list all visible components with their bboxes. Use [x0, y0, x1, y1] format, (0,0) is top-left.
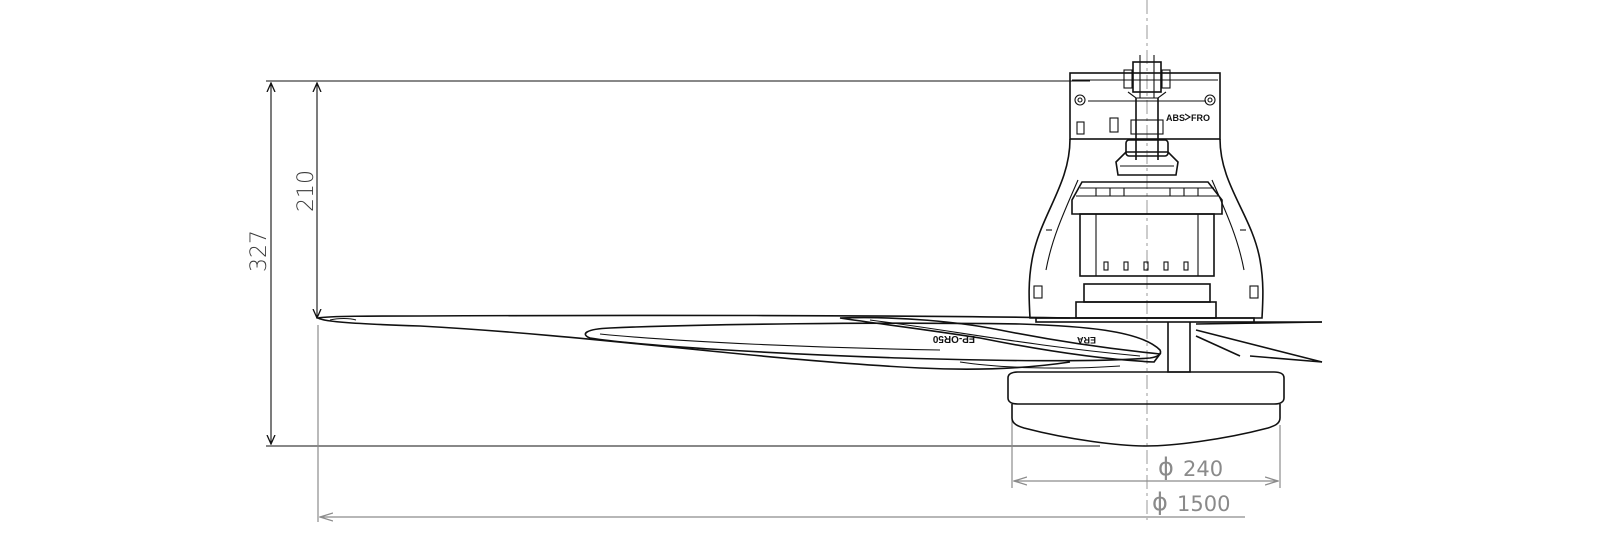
overall-height-value: 327	[247, 230, 272, 272]
dimension-fan-diameter: ϕ 1500	[317, 325, 1245, 522]
fan-diameter-value: 1500	[1177, 492, 1230, 516]
fan-diameter-symbol: ϕ	[1152, 488, 1168, 516]
light-bezel	[1007, 371, 1285, 405]
fan-body: ABS FRO	[315, 55, 1323, 447]
downrod-coupler	[1115, 98, 1179, 176]
dimension-light-diameter: ϕ 240	[1011, 420, 1281, 488]
housing-label-abs: ABS	[1166, 113, 1185, 123]
dimension-overall-height: 327	[247, 80, 1100, 447]
mounting-canopy: ABS FRO	[1069, 55, 1221, 140]
blade-label-short: ERA	[1076, 335, 1096, 345]
hub-and-light-kit	[1007, 317, 1323, 447]
light-diameter-symbol: ϕ	[1158, 453, 1174, 481]
blade-label: FP-OR50	[932, 333, 975, 344]
housing-label-fro: FRO	[1191, 113, 1210, 123]
fan-blades: FP-OR50 ERA	[315, 314, 1323, 370]
blade-left	[315, 314, 1071, 370]
blade-back	[839, 316, 1162, 363]
blade-height-value: 210	[294, 170, 319, 212]
blade-front	[584, 322, 1162, 362]
light-diffuser	[1011, 404, 1281, 447]
light-diameter-value: 240	[1183, 457, 1223, 481]
dimension-blade-height: 210	[294, 83, 319, 318]
